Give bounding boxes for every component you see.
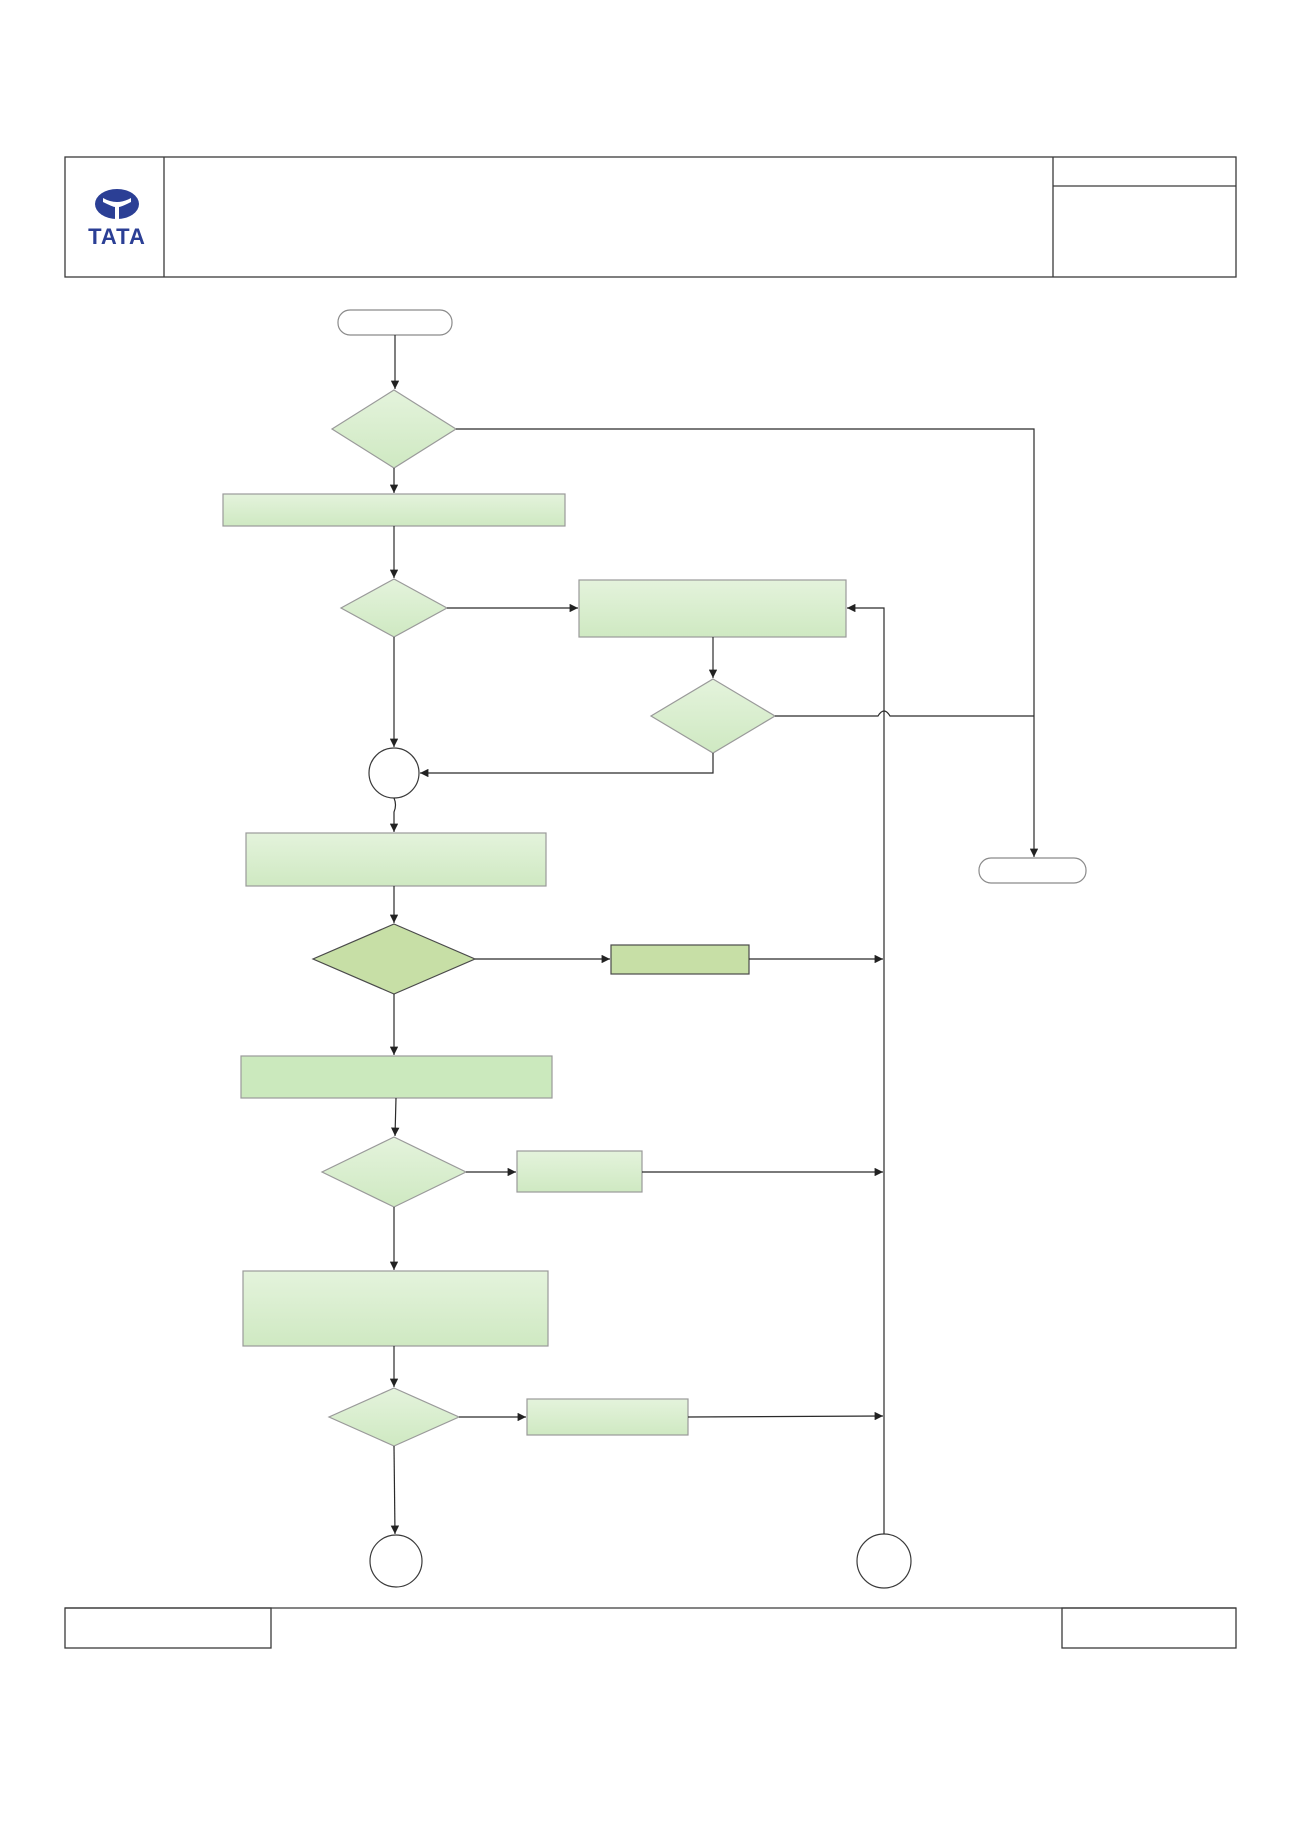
header-block: TATA xyxy=(64,156,1237,278)
arrow-decision-1-to-end xyxy=(456,428,1039,857)
flowchart xyxy=(222,309,1087,1589)
arrow-decision-6-to-connector-b xyxy=(390,1445,400,1535)
connector-circle-b xyxy=(369,1534,423,1588)
footer-right-box xyxy=(1061,1607,1237,1649)
tata-logo: TATA xyxy=(88,189,146,249)
arrow-process-5-to-decision-5 xyxy=(391,1097,400,1137)
decision-3 xyxy=(649,678,777,754)
end-terminal xyxy=(978,857,1087,884)
footer-left-box xyxy=(64,1607,272,1649)
process-4 xyxy=(610,944,750,975)
arrow-decision-3-to-connector-a xyxy=(420,753,714,778)
tata-logo-wordmark: TATA xyxy=(88,224,146,249)
process-7 xyxy=(242,1270,549,1347)
process-3 xyxy=(245,832,547,887)
process-5 xyxy=(240,1055,553,1099)
decision-2 xyxy=(339,578,449,638)
process-6 xyxy=(516,1150,643,1193)
decision-4 xyxy=(311,923,477,995)
decision-6 xyxy=(327,1387,461,1447)
footer-block xyxy=(64,1607,1237,1649)
flow-connectors xyxy=(389,335,1039,1535)
process-1 xyxy=(222,493,566,527)
process-2 xyxy=(578,579,847,638)
decision-1 xyxy=(330,389,458,469)
connector-circle-a xyxy=(368,747,420,799)
process-8 xyxy=(526,1398,689,1436)
line-decision-3-to-end xyxy=(775,710,1034,717)
arrow-connector-a-to-process-3 xyxy=(389,797,399,832)
arrow-return-to-process-2 xyxy=(847,603,885,1534)
header-frame xyxy=(64,156,1237,278)
tata-logo-emblem-cut xyxy=(103,198,131,220)
connector-circle-c xyxy=(856,1533,912,1589)
decision-5 xyxy=(320,1136,468,1208)
arrow-process-8-to-return xyxy=(687,1411,884,1421)
start-terminal xyxy=(337,309,453,336)
